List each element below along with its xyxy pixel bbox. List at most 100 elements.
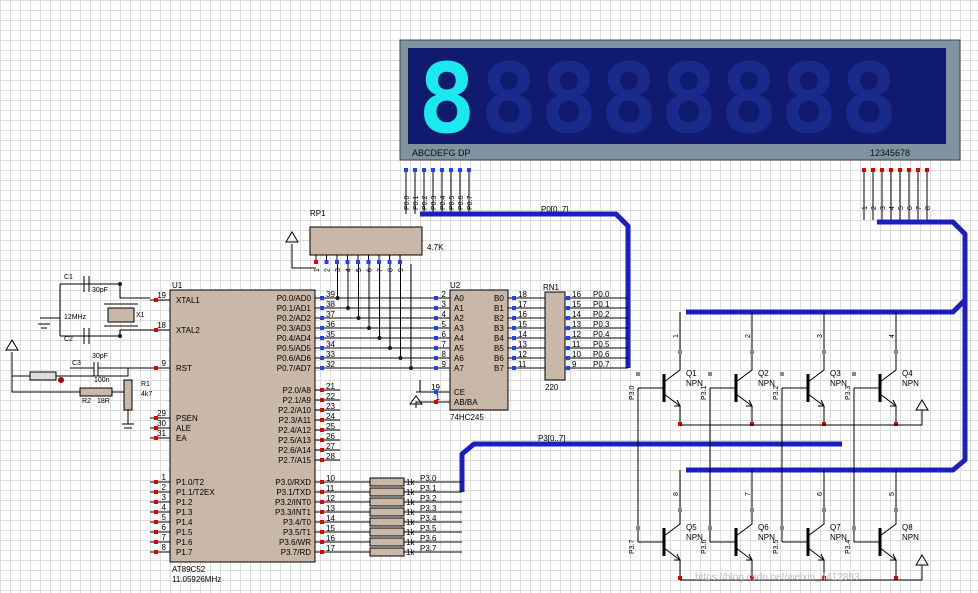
pin-marker: [512, 306, 516, 310]
p3-resistor-value: 1k: [406, 508, 415, 517]
display-digit-pin-label: 1: [862, 206, 869, 210]
rp1-resistor-pack[interactable]: RP1 4.7K: [309, 209, 444, 256]
u1-pin-number: 10: [326, 474, 335, 483]
u2-pin-number: 4: [442, 310, 447, 319]
pin-marker: [320, 418, 324, 422]
reset-circuit[interactable]: C3 100n R1 4k7 R2 18R: [5, 339, 152, 429]
transistor-collector: [663, 312, 681, 383]
u2-pin-number: 12: [518, 350, 527, 359]
u1-pin-name: XTAL2: [176, 326, 200, 335]
display-digit-label: 12345678: [870, 148, 910, 158]
pin-marker: [708, 372, 712, 376]
transistor-type: NPN: [758, 379, 775, 388]
pin-marker: [566, 366, 570, 370]
rn1-ref: RN1: [543, 283, 560, 292]
display-segment-pin-label: P0.0: [404, 195, 411, 210]
rp1-pin-number: 5: [356, 268, 363, 272]
oscillator-circuit[interactable]: C1 30pF C2 30pF X1 12MHz: [38, 274, 150, 360]
display-segment-pin-label: P0.2: [422, 195, 429, 210]
u1-pin-name: P3.5/T1: [283, 528, 312, 537]
u1-pin-name: P0.6/AD6: [277, 354, 312, 363]
u1-microcontroller[interactable]: U1 AT89C52 11.05926MHz: [169, 281, 316, 584]
pin-marker: [871, 168, 875, 172]
u2-pin-number: 7: [442, 340, 447, 349]
display-digit-pin-label: 6: [907, 206, 914, 210]
pin-marker: [320, 356, 324, 360]
u1-pin-number: 14: [326, 514, 335, 523]
transistor-collector: [879, 312, 897, 383]
pin-marker: [398, 260, 402, 264]
pin-marker: [154, 436, 158, 440]
pin-marker: [822, 350, 826, 354]
u1-pin-number: 12: [326, 494, 335, 503]
pin-marker: [822, 508, 826, 512]
p0-bus: [420, 211, 631, 368]
transistor-base-label: P3.1: [701, 385, 708, 400]
pin-marker: [413, 168, 417, 172]
transistor-arrow: [890, 399, 897, 407]
pin-marker: [678, 422, 682, 426]
u1-pin-name: P3.2/INT0: [275, 498, 312, 507]
u1-pin-name: P1.3: [176, 508, 193, 517]
rn1-pin-number: 14: [572, 310, 581, 319]
u1-pin-name: P0.2/AD2: [277, 314, 312, 323]
u1-pin-number: 36: [326, 320, 335, 329]
pin-marker: [750, 350, 754, 354]
transistor-collector: [807, 470, 825, 537]
display-segment-pin-label: P0.3: [431, 195, 438, 210]
u2-pin-name: B1: [494, 304, 504, 313]
u2-pin-number: 15: [518, 320, 527, 329]
u2-pin-name: B7: [494, 364, 504, 373]
pin-marker: [434, 296, 438, 300]
pin-marker: [320, 480, 324, 484]
rn1-net-label: P0.2: [593, 310, 610, 319]
u2-pin-number: 19: [431, 383, 440, 392]
rp1-value: 4.7K: [427, 243, 444, 252]
p3-resistor-value: 1k: [406, 528, 415, 537]
display-segment-pin-label: P0.4: [440, 195, 447, 210]
transistor-type: NPN: [902, 533, 919, 542]
pin-marker: [320, 428, 324, 432]
pin-marker: [822, 422, 826, 426]
pin-marker: [314, 260, 318, 264]
display-segment-pin-label: P0.7: [467, 195, 474, 210]
u2-pin-name: B4: [494, 334, 504, 343]
u1-pin-number: 1: [162, 473, 167, 482]
u2-buffer[interactable]: U2 74HC245: [449, 281, 509, 422]
u2-pin-number: 17: [518, 300, 527, 309]
p3-net-label: P3.7: [420, 544, 437, 553]
u1-pin-name: P2.4/A12: [278, 426, 311, 435]
u1-pin-number: 22: [326, 392, 335, 401]
u1-pin-number: 34: [326, 340, 335, 349]
transistor-collector-label: 6: [817, 492, 824, 496]
u1-left-pins: 19XTAL118XTAL29RST29PSEN30ALE31EA1P1.0/T…: [150, 291, 215, 557]
u1-pin-name: P2.1/A9: [283, 396, 312, 405]
pin-marker: [440, 168, 444, 172]
pin-marker: [780, 526, 784, 530]
rp1-pin-number: 8: [388, 268, 395, 272]
u1-pin-number: 27: [326, 442, 335, 451]
pin-marker: [566, 326, 570, 330]
display-digit-pin-label: 7: [916, 206, 923, 210]
u1-pin-name: PSEN: [176, 414, 198, 423]
rn1-net-label: P0.7: [593, 360, 610, 369]
pin-marker: [434, 306, 438, 310]
u1-pin-name: P1.1/T2EX: [176, 488, 215, 497]
pin-marker: [880, 168, 884, 172]
u1-pin-number: 13: [326, 504, 335, 513]
display-digit: 8: [418, 43, 476, 155]
pin-marker: [154, 540, 158, 544]
pin-marker: [750, 508, 754, 512]
u1-pin-name: P0.7/AD7: [277, 364, 312, 373]
u2-pin-number: 3: [442, 300, 447, 309]
u1-pin-name: RST: [176, 364, 192, 373]
u2-pin-name: A5: [454, 344, 464, 353]
pin-marker: [449, 168, 453, 172]
c1-ref: C1: [64, 274, 73, 281]
u2-pin-number: 6: [442, 330, 447, 339]
rn1-resistor-network[interactable]: RN1 220: [543, 283, 566, 392]
rn1-pin-number: 12: [572, 330, 581, 339]
pin-marker: [434, 336, 438, 340]
